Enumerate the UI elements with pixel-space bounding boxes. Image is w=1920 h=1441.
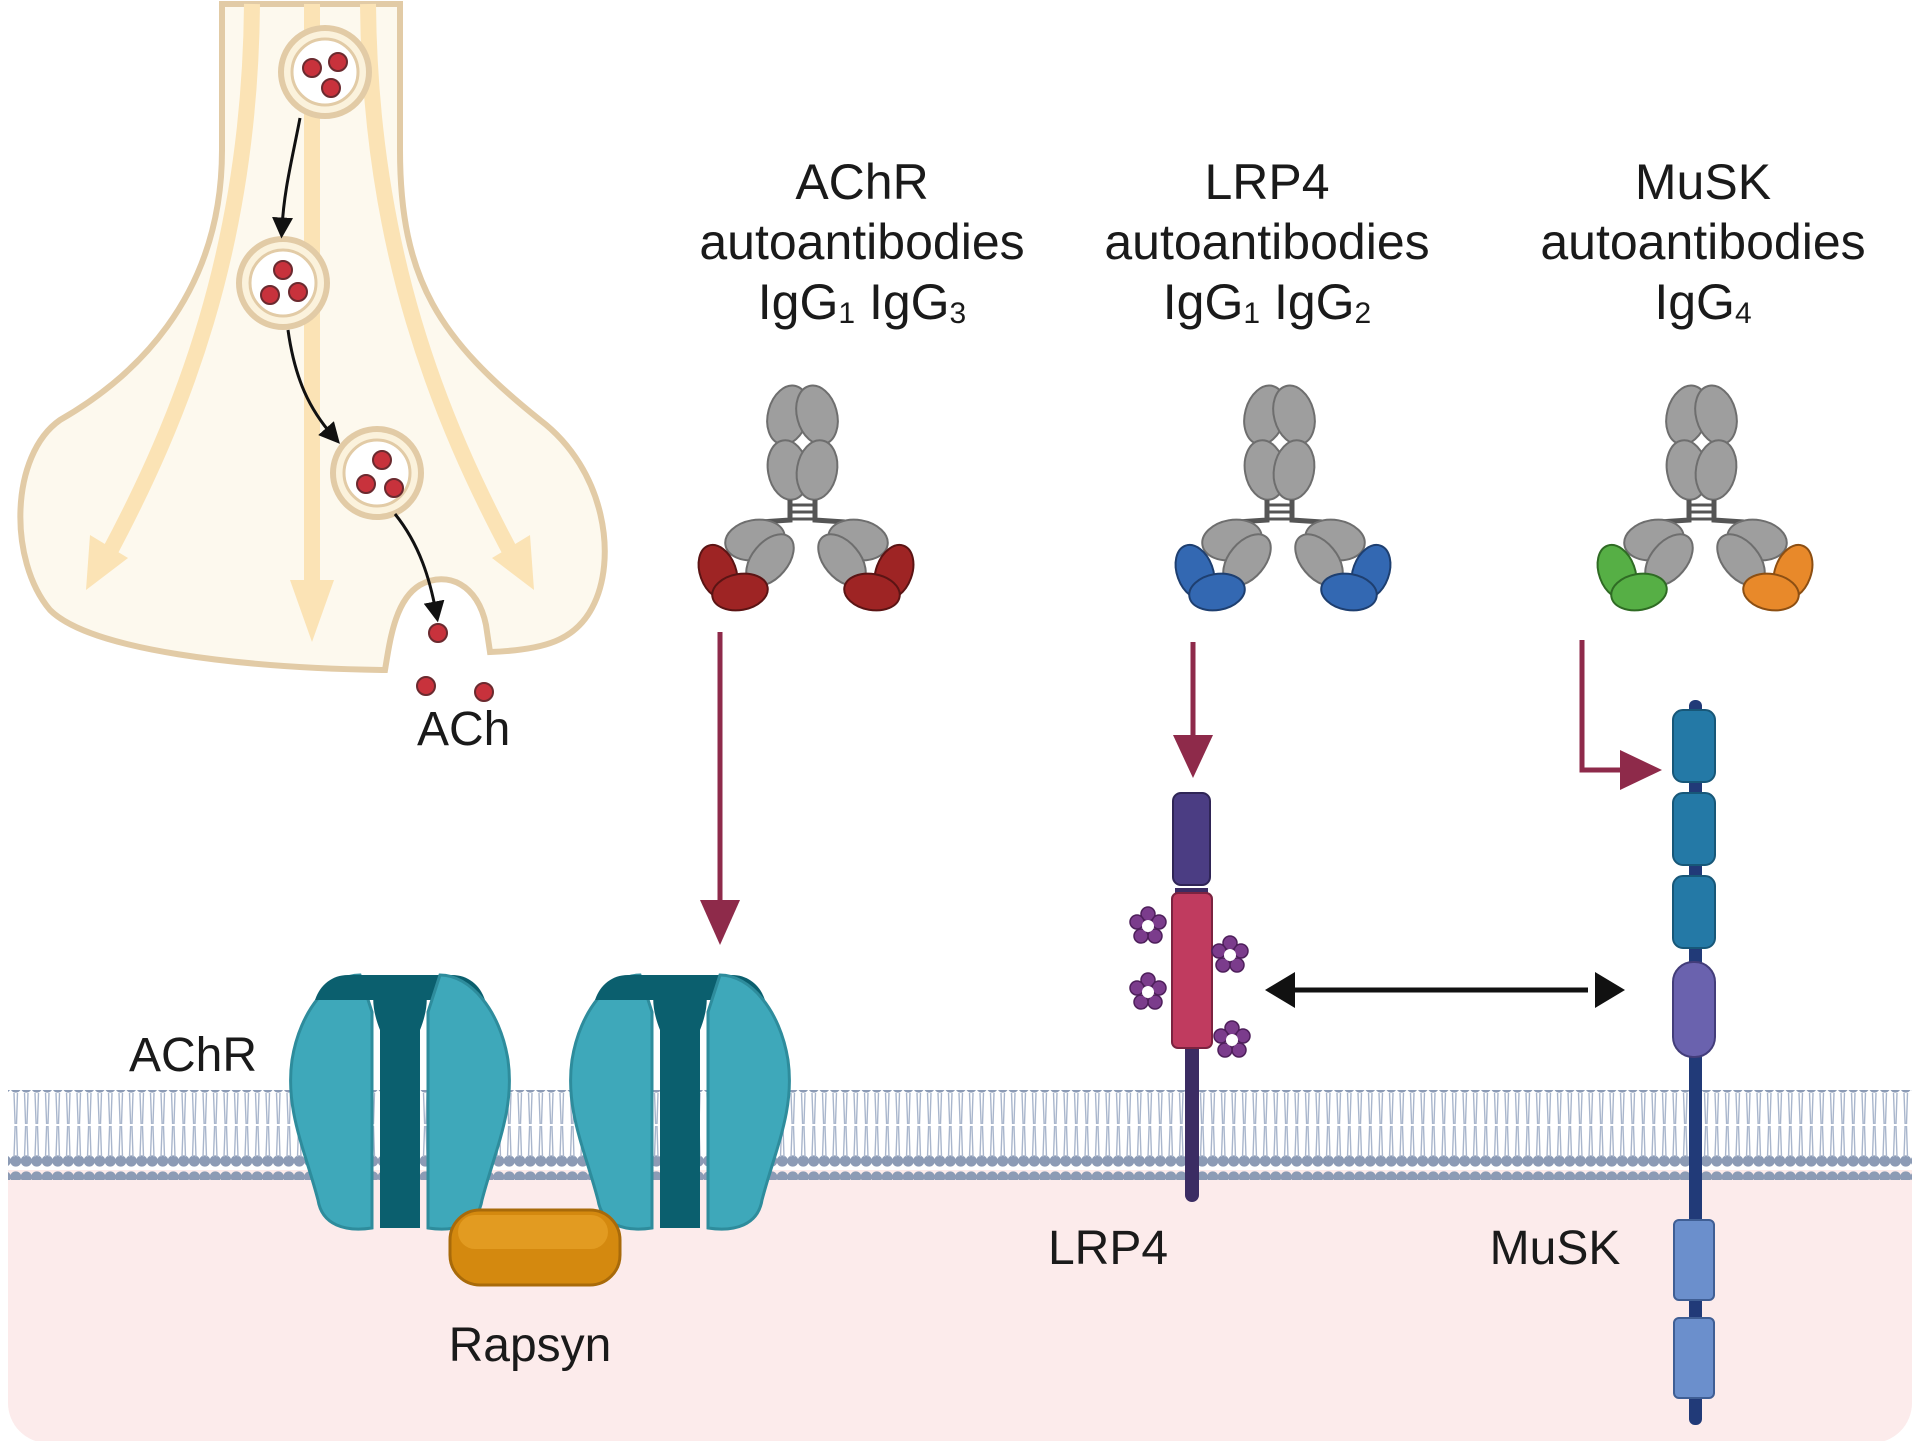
lrp4-label: LRP4 bbox=[1047, 1222, 1169, 1275]
achr-label: AChR bbox=[128, 1029, 258, 1082]
subclass-a: IgG bbox=[1654, 274, 1735, 330]
achr-antibody-title: AChR autoantibodies IgG1 IgG3 bbox=[652, 152, 1072, 332]
vesicle-path-arrow-1 bbox=[272, 117, 302, 239]
subclass-b-number: 3 bbox=[949, 297, 967, 330]
vesicle-1 bbox=[278, 25, 372, 119]
subclass-b: IgG bbox=[868, 274, 950, 330]
ach-molecule bbox=[474, 682, 494, 702]
subclass-a: IgG bbox=[757, 274, 839, 330]
musk-antibody-subclasses: IgG4 bbox=[1493, 272, 1913, 332]
vesicle-path-arrow-3 bbox=[393, 513, 445, 623]
musk-receptor bbox=[1672, 700, 1716, 1425]
target-arrow-lrp4-head bbox=[1173, 735, 1213, 778]
subclass-a: IgG bbox=[1162, 274, 1244, 330]
transport-stream-right bbox=[360, 3, 520, 559]
subclass-a-number: 1 bbox=[1243, 297, 1261, 330]
achr-receptor-left bbox=[289, 973, 511, 1231]
ach-molecule bbox=[416, 676, 436, 696]
antibody-achr bbox=[697, 384, 915, 612]
ach-label: ACh bbox=[417, 703, 511, 756]
vesicle-3 bbox=[330, 426, 424, 520]
transport-stream-center-head bbox=[290, 580, 334, 642]
vesicle-path-arrow-2 bbox=[286, 329, 340, 444]
lrp4-antibody-type: autoantibodies bbox=[1104, 214, 1430, 270]
interaction-arrowhead-right bbox=[1595, 972, 1625, 1008]
transport-stream-left-head bbox=[86, 535, 128, 590]
vesicle-2 bbox=[236, 236, 330, 330]
musk-antibody-title: MuSK autoantibodies IgG4 bbox=[1493, 152, 1913, 332]
transport-stream-left bbox=[100, 3, 260, 559]
achr-antibody-target: AChR bbox=[795, 154, 929, 210]
achr-antibody-type: autoantibodies bbox=[699, 214, 1025, 270]
glycan-flower bbox=[1129, 906, 1251, 1058]
achr-antibody-subclasses: IgG1 IgG3 bbox=[652, 272, 1072, 332]
subclass-a-number: 4 bbox=[1734, 297, 1752, 330]
achr-receptor-right bbox=[569, 973, 791, 1231]
musk-label: MuSK bbox=[1489, 1222, 1621, 1275]
ach-molecule bbox=[428, 623, 448, 643]
lrp4-receptor bbox=[1129, 792, 1251, 1202]
antibody-lrp4 bbox=[1174, 384, 1392, 612]
transport-stream-right-head bbox=[492, 535, 534, 590]
subclass-b-number: 2 bbox=[1354, 297, 1372, 330]
lrp4-antibody-target: LRP4 bbox=[1204, 154, 1330, 210]
antibody-musk bbox=[1596, 384, 1814, 612]
subclass-a-number: 1 bbox=[838, 297, 856, 330]
subclass-b: IgG bbox=[1273, 274, 1355, 330]
lrp4-antibody-title: LRP4 autoantibodies IgG1 IgG2 bbox=[1057, 152, 1477, 332]
target-arrow-musk bbox=[1579, 640, 1620, 773]
rapsyn-label: Rapsyn bbox=[448, 1319, 612, 1372]
interaction-arrowhead-left bbox=[1265, 972, 1295, 1008]
target-arrow-musk-head bbox=[1620, 750, 1662, 790]
target-arrow-achr-head bbox=[700, 900, 740, 945]
musk-antibody-type: autoantibodies bbox=[1540, 214, 1866, 270]
rapsyn-highlight bbox=[458, 1215, 608, 1249]
lrp4-antibody-subclasses: IgG1 IgG2 bbox=[1057, 272, 1477, 332]
musk-antibody-target: MuSK bbox=[1634, 154, 1772, 210]
